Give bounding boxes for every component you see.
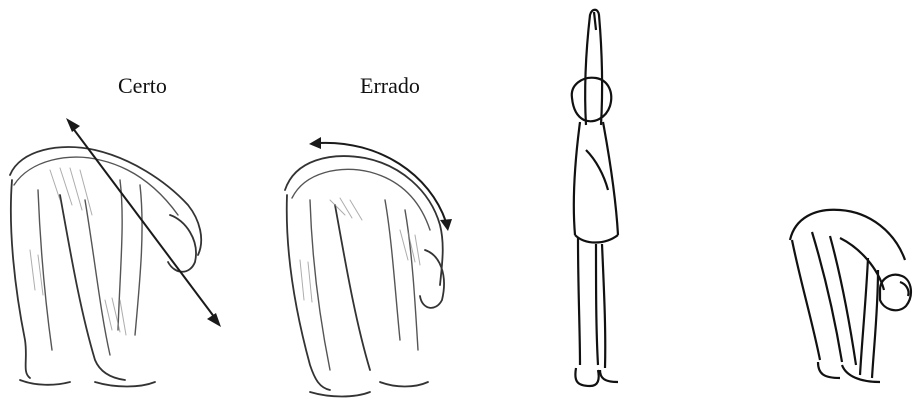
correct-bend-figure xyxy=(10,147,201,386)
forward-fold-figure xyxy=(790,210,911,382)
wrong-bend-figure xyxy=(285,156,444,396)
wrong-arrow xyxy=(309,137,452,231)
standing-arms-up-figure xyxy=(572,10,618,386)
